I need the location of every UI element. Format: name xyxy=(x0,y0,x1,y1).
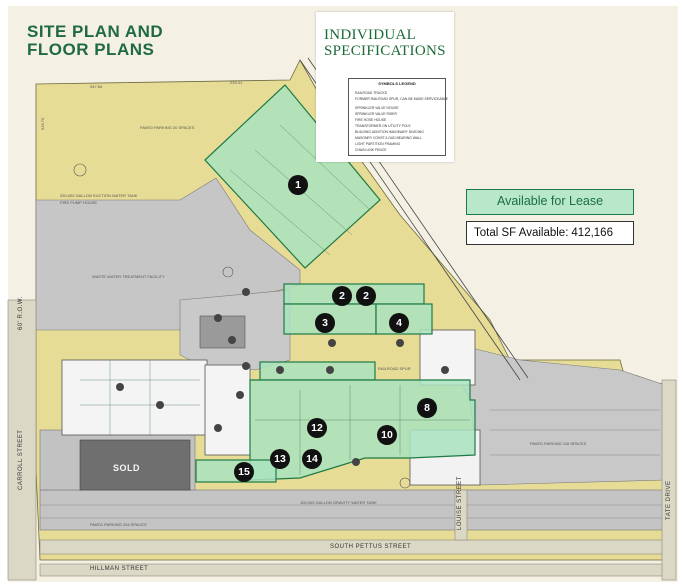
site-features xyxy=(73,163,411,489)
lease-marker-8[interactable]: 8 xyxy=(417,398,437,418)
legend-item: SPRINKLER VALVE HOUSE xyxy=(355,106,399,110)
pavement-south-parking xyxy=(39,489,666,531)
lease-marker-3[interactable]: 3 xyxy=(315,313,335,333)
building-gray-west xyxy=(199,315,246,349)
lease-marker-2a[interactable]: 2 xyxy=(332,286,352,306)
waste-water-label: WASTE WATER TREATMENT FACILITY xyxy=(92,274,165,279)
site-plan-title: SITE PLAN AND FLOOR PLANS xyxy=(27,23,217,59)
legend-item: SPRINKLER VALVE RISER xyxy=(355,112,397,116)
legend-item: FORMER RAILROAD SPUR, CAN BE MADE SERVIC… xyxy=(355,97,449,101)
boundary-dimension-marks: 947.84 233.41 519.70 xyxy=(40,80,243,130)
south-pettus-street-label: SOUTH PETTUS STREET xyxy=(330,544,412,550)
building-sold xyxy=(79,439,191,491)
carroll-street xyxy=(7,299,37,581)
lease-area-2 xyxy=(283,283,425,305)
louise-street xyxy=(454,489,468,541)
legend-item: RAILROAD TRACKS xyxy=(355,91,387,95)
parking-stripes-south xyxy=(40,504,665,519)
legend-item: BUILDING ADDITION IMAGINARY DIVIDING xyxy=(355,130,424,134)
specifications-title-line2: SPECIFICATIONS xyxy=(324,42,446,59)
legend-item: LIGHT PARTITION FRAMING xyxy=(355,142,401,146)
legend-item: FIRE HOSE HOUSE xyxy=(355,118,387,122)
total-sf-box: Total SF Available:412,166 xyxy=(466,221,634,245)
hillman-street-label: HILLMAN STREET xyxy=(90,566,149,572)
suction-tank-label: 250,000 GALLON SUCTION WATER TANK xyxy=(60,193,138,198)
row-60-label-west: 60' R.O.W. xyxy=(18,296,24,330)
louise-street-label: LOUISE STREET xyxy=(457,476,463,530)
fire-pump-label: FIRE PUMP HOUSE xyxy=(60,200,98,205)
lease-marker-12[interactable]: 12 xyxy=(307,418,327,438)
lease-marker-13[interactable]: 13 xyxy=(270,449,290,469)
paved-parking-116-label: PAVED PARKING 116 SPACES xyxy=(530,441,587,446)
parking-stripes-east xyxy=(490,409,660,456)
sold-label: SOLD xyxy=(113,463,141,473)
specifications-panel: INDIVIDUAL SPECIFICATIONS SYMBOLS LEGEND… xyxy=(316,12,454,162)
lease-marker-1[interactable]: 1 xyxy=(288,175,308,195)
svg-text:233.41: 233.41 xyxy=(230,80,243,85)
specifications-title-line1: INDIVIDUAL xyxy=(324,27,417,43)
paved-parking-20-label: PAVED PARKING 20 SPACES xyxy=(140,125,195,130)
building-west-large xyxy=(61,359,208,436)
railroad-spur-label: RAILROAD SPUR xyxy=(378,366,411,371)
carroll-street-label: CARROLL STREET xyxy=(18,429,24,490)
lease-marker-14[interactable]: 14 xyxy=(302,449,322,469)
building-east-strip xyxy=(419,329,476,386)
legend-item: MASONRY CONST./LOAD BEARING WALL xyxy=(355,136,422,140)
symbols-legend: SYMBOLS LEGEND RAILROAD TRACKS FORMER RA… xyxy=(348,78,449,156)
gravity-tank-label: 100,000 GALLON GRAVITY WATER TANK xyxy=(300,500,377,505)
available-for-lease-badge: Available for Lease xyxy=(466,189,634,215)
lease-marker-10[interactable]: 10 xyxy=(377,425,397,445)
lease-marker-15[interactable]: 15 xyxy=(234,462,254,482)
lease-marker-4[interactable]: 4 xyxy=(389,313,409,333)
total-sf-value: 412,166 xyxy=(571,227,613,239)
total-sf-label: Total SF Available: xyxy=(474,227,569,239)
site-plan-title-text: SITE PLAN AND FLOOR PLANS xyxy=(27,22,164,59)
legend-item: TRANSFORMER ON UTILITY POLE xyxy=(355,124,411,128)
tate-drive-label: TATE DRIVE xyxy=(666,480,672,520)
building-central-west xyxy=(204,364,251,456)
tate-drive xyxy=(661,379,677,581)
legend-item: CHAIN LINK FENCE xyxy=(355,148,387,152)
paved-parking-294-label: PAVED PARKING 294 SPACES xyxy=(90,522,147,527)
svg-text:519.70: 519.70 xyxy=(40,117,45,130)
specifications-title: INDIVIDUAL SPECIFICATIONS xyxy=(324,27,446,60)
minor-building-markers xyxy=(116,288,449,466)
symbols-legend-title: SYMBOLS LEGEND xyxy=(378,81,416,86)
svg-text:947.84: 947.84 xyxy=(90,84,103,89)
lease-marker-2b[interactable]: 2 xyxy=(356,286,376,306)
